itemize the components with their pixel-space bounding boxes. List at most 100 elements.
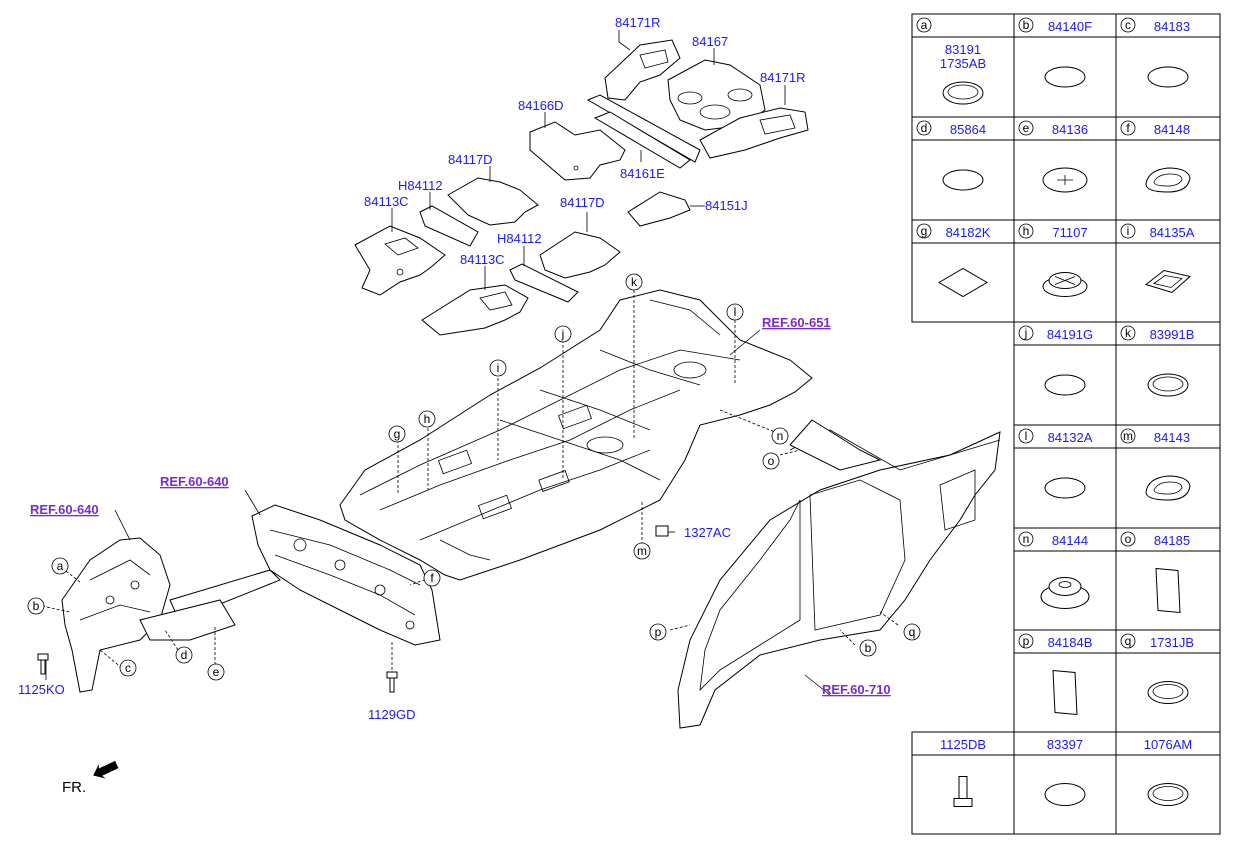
table-key-letter: b — [1023, 18, 1030, 32]
callout-circle — [762, 452, 780, 470]
front-side-member — [61, 537, 281, 693]
panel-pad-icon — [1155, 567, 1181, 614]
table-key-letter: h — [1023, 224, 1030, 238]
label-84171R-right: 84171R — [760, 70, 806, 85]
callout-letter: b — [865, 641, 872, 655]
label-1327AC: 1327AC — [684, 525, 731, 540]
table-cell: h 71107 — [1013, 219, 1117, 323]
table-part-number: 84184B — [1048, 635, 1093, 650]
dash-panel — [251, 504, 441, 646]
ring-grommet-icon — [1147, 783, 1189, 806]
callout-letter: o — [768, 454, 775, 468]
callout-f[interactable]: f — [423, 569, 441, 587]
callout-letter: a — [57, 559, 64, 573]
label-84171R-top: 84171R — [615, 15, 661, 30]
table-part-number: 1731JB — [1150, 635, 1194, 650]
callout-k[interactable]: k — [625, 273, 643, 291]
table-key-letter: m — [1123, 429, 1133, 443]
label-84117D-b: 84117D — [560, 195, 605, 210]
table-key-letter: c — [1125, 18, 1131, 32]
callout-p[interactable]: p — [649, 623, 667, 641]
ref-60-640-mid[interactable]: REF.60-640 — [160, 474, 229, 489]
callout-d[interactable]: d — [175, 646, 193, 664]
ring-grommet-icon — [1147, 681, 1189, 704]
ref-60-640-left[interactable]: REF.60-640 — [30, 502, 99, 517]
callout-i[interactable]: i — [489, 359, 507, 377]
ref-60-710[interactable]: REF.60-710 — [822, 682, 891, 697]
callout-letter: j — [561, 327, 565, 341]
callout-letter: e — [213, 665, 220, 679]
pad-84161E — [586, 94, 701, 169]
table-part-number: 71107 — [1052, 225, 1087, 240]
label-84117D-a: 84117D — [448, 152, 493, 167]
table-key-letter: g — [921, 224, 928, 238]
table-key-letter: k — [1125, 326, 1132, 340]
ref-60-651[interactable]: REF.60-651 — [762, 315, 831, 330]
callout-o[interactable]: o — [762, 452, 780, 470]
callout-e[interactable]: e — [207, 663, 225, 681]
patch-diamond-icon — [938, 267, 988, 298]
table-part-number: 84143 — [1154, 430, 1190, 445]
callout-circle — [418, 410, 436, 428]
callouts: a b c d e f g h i j k l m no p q b — [27, 273, 921, 681]
nut-1327AC-icon — [655, 525, 669, 537]
table-part-number: 84136 — [1052, 122, 1088, 137]
callout-h[interactable]: h — [418, 410, 436, 428]
table-key-letter: f — [1126, 121, 1130, 135]
callout-c[interactable]: c — [119, 659, 137, 677]
label-84166D: 84166D — [518, 98, 564, 113]
table-key-circle — [1018, 531, 1034, 547]
table-part-number: 83397 — [1047, 737, 1083, 752]
callout-g[interactable]: g — [388, 425, 406, 443]
callout-circle — [51, 557, 69, 575]
callout-b[interactable]: b — [27, 597, 45, 615]
callout-circle — [489, 359, 507, 377]
callout-letter: c — [125, 661, 131, 675]
table-key-circle — [916, 223, 932, 239]
callout-letter: h — [424, 412, 431, 426]
bolt-1129GD-icon — [386, 671, 398, 693]
table-cell: 1125DB — [911, 731, 1015, 835]
callout-circle — [388, 425, 406, 443]
pad-84117D-a — [447, 177, 539, 226]
callout-a[interactable]: a — [51, 557, 69, 575]
callout-letter: l — [734, 305, 737, 319]
table-cell: 83397 — [1013, 731, 1117, 835]
grommet-icon — [1044, 477, 1086, 499]
label-1125KO: 1125KO — [18, 682, 65, 697]
table-part-number: 85864 — [950, 122, 986, 137]
table-key-letter: n — [1023, 532, 1030, 546]
table-key-circle — [1120, 428, 1136, 444]
table-key-circle — [916, 120, 932, 136]
callout-q[interactable]: q — [903, 623, 921, 641]
rect-grommet-icon — [1144, 269, 1192, 294]
label-84167: 84167 — [692, 34, 728, 49]
callout-letter: g — [394, 427, 401, 441]
table-part-number: 1076AM — [1144, 737, 1192, 752]
front-arrow-icon — [93, 760, 119, 779]
callout-l[interactable]: l — [726, 303, 744, 321]
callout-m[interactable]: m — [633, 542, 651, 560]
table-part-number: 84148 — [1154, 122, 1190, 137]
table-key-circle — [1120, 17, 1136, 33]
pad-84151J — [627, 191, 691, 227]
table-key-letter: j — [1024, 326, 1028, 340]
ring-inner-icon — [1152, 684, 1184, 699]
ring-inner-icon — [1152, 786, 1184, 801]
callout-n[interactable]: n — [771, 427, 789, 445]
front-arrow: FR. — [62, 760, 119, 796]
label-1129GD: 1129GD — [368, 707, 415, 722]
table-key-circle — [1120, 325, 1136, 341]
callout-circle — [771, 427, 789, 445]
callout-b[interactable]: b — [859, 639, 877, 657]
grommet-icon — [1147, 66, 1189, 88]
callout-j[interactable]: j — [554, 325, 572, 343]
